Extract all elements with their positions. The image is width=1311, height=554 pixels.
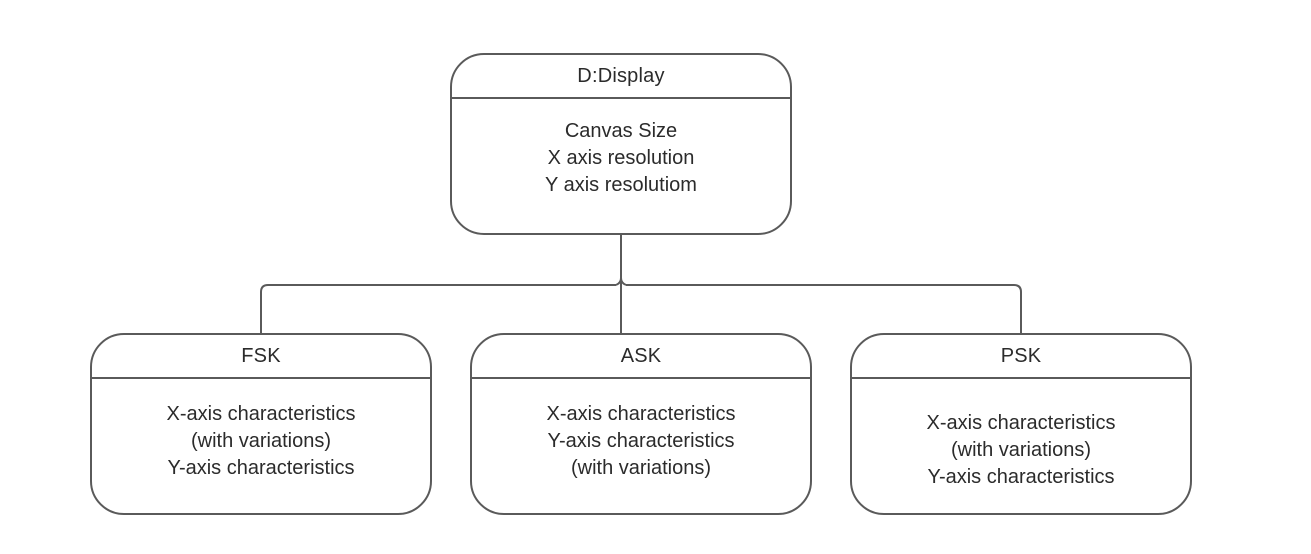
display-node: D:Display Canvas Size X axis resolution …: [450, 53, 792, 235]
connector-to-fsk: [260, 284, 616, 333]
display-node-line: Y axis resolutiom: [545, 173, 697, 196]
ask-node-line: Y-axis characteristics: [547, 429, 735, 452]
fsk-node: FSK X-axis characteristics (with variati…: [90, 333, 432, 515]
psk-node-line: (with variations): [950, 438, 1092, 461]
ask-node-line: X-axis characteristics: [546, 402, 736, 425]
display-node-title: D:Display: [452, 55, 790, 99]
fsk-node-title: FSK: [92, 335, 430, 379]
ask-node: ASK X-axis characteristics Y-axis charac…: [470, 333, 812, 515]
fsk-node-body: X-axis characteristics (with variations)…: [92, 379, 430, 513]
ask-node-title: ASK: [472, 335, 810, 379]
psk-node-title: PSK: [852, 335, 1190, 379]
fsk-node-line: X-axis characteristics: [166, 402, 356, 425]
connector-display-trunk-right: [620, 277, 627, 286]
display-node-line: X axis resolution: [547, 146, 695, 169]
ask-node-line: (with variations): [570, 456, 712, 479]
display-node-line: Canvas Size: [564, 119, 678, 142]
psk-node-line: X-axis characteristics: [926, 411, 1116, 434]
psk-node-line: Y-axis characteristics: [927, 465, 1115, 488]
psk-node-body: X-axis characteristics (with variations)…: [852, 379, 1190, 513]
fsk-node-line: Y-axis characteristics: [167, 456, 355, 479]
psk-node: PSK X-axis characteristics (with variati…: [850, 333, 1192, 515]
connector-display-trunk: [615, 235, 622, 286]
display-node-body: Canvas Size X axis resolution Y axis res…: [452, 99, 790, 233]
ask-node-body: X-axis characteristics Y-axis characteri…: [472, 379, 810, 513]
connector-to-psk: [626, 284, 1022, 333]
fsk-node-line: (with variations): [190, 429, 332, 452]
